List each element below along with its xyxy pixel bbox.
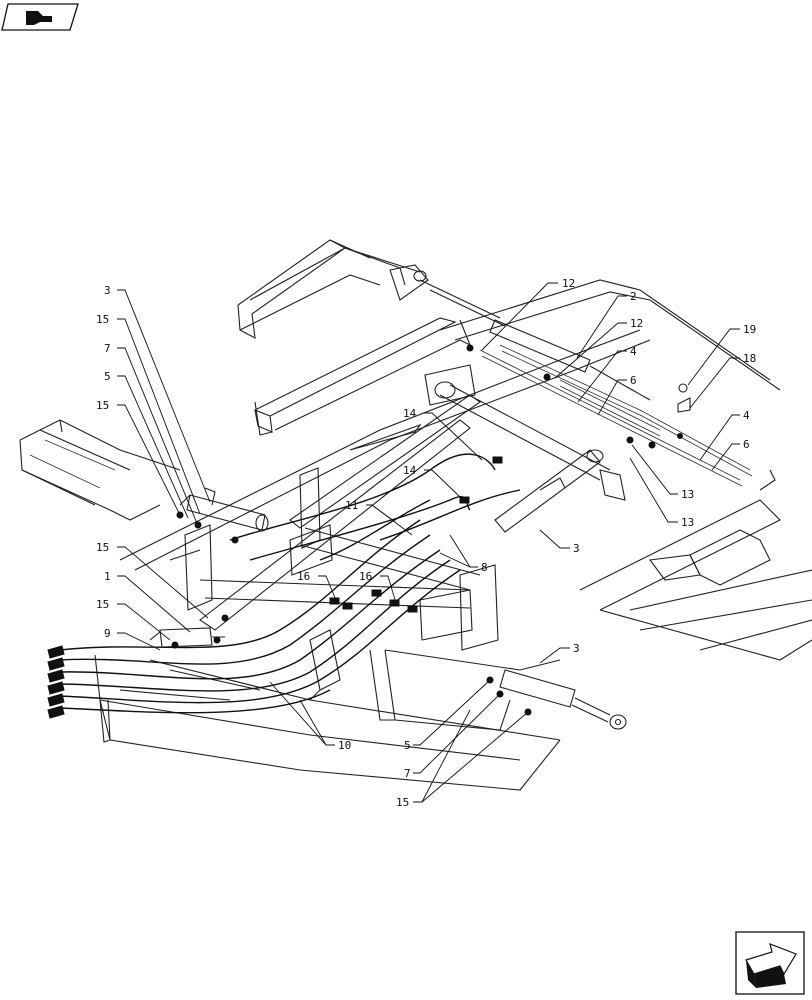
callout-12a[interactable]: 12 bbox=[562, 277, 575, 290]
callout-labels: 12 2 12 4 6 19 18 4 6 13 13 3 15 7 5 15 … bbox=[96, 277, 756, 809]
callout-5a[interactable]: 5 bbox=[104, 370, 111, 383]
callout-1[interactable]: 1 bbox=[104, 570, 111, 583]
steel-lines bbox=[479, 344, 753, 487]
callout-5b[interactable]: 5 bbox=[404, 739, 411, 752]
callout-2[interactable]: 2 bbox=[630, 290, 637, 303]
callout-7a[interactable]: 7 bbox=[104, 342, 111, 355]
callout-13b[interactable]: 13 bbox=[681, 516, 694, 529]
next-page-arrow-icon[interactable] bbox=[735, 931, 805, 995]
callout-15d[interactable]: 15 bbox=[96, 598, 109, 611]
callout-15c[interactable]: 15 bbox=[96, 541, 109, 554]
callout-6b[interactable]: 6 bbox=[743, 438, 750, 451]
callout-18[interactable]: 18 bbox=[743, 352, 756, 365]
callout-19[interactable]: 19 bbox=[743, 323, 756, 336]
callout-13a[interactable]: 13 bbox=[681, 488, 694, 501]
callout-15b[interactable]: 15 bbox=[96, 399, 109, 412]
implement-frame bbox=[19, 239, 812, 791]
hose-couplers bbox=[47, 645, 65, 719]
leader-lines bbox=[117, 282, 740, 803]
callout-6a[interactable]: 6 bbox=[630, 374, 637, 387]
book-page-icon[interactable] bbox=[1, 3, 79, 31]
hose-fittings bbox=[329, 456, 503, 613]
callout-10[interactable]: 10 bbox=[338, 739, 351, 752]
callout-7b[interactable]: 7 bbox=[404, 767, 411, 780]
hydraulic-cylinders bbox=[149, 279, 651, 730]
callout-3b[interactable]: 3 bbox=[573, 542, 580, 555]
callout-4b[interactable]: 4 bbox=[743, 409, 750, 422]
callout-11[interactable]: 11 bbox=[345, 499, 358, 512]
callout-15a[interactable]: 15 bbox=[96, 313, 109, 326]
callout-3c[interactable]: 3 bbox=[573, 642, 580, 655]
hydraulic-hoses bbox=[47, 453, 521, 719]
callout-14a[interactable]: 14 bbox=[403, 407, 417, 420]
callout-9[interactable]: 9 bbox=[104, 627, 111, 640]
callout-4a[interactable]: 4 bbox=[630, 345, 637, 358]
callout-12b[interactable]: 12 bbox=[630, 317, 643, 330]
callout-15e[interactable]: 15 bbox=[396, 796, 409, 809]
callout-3a[interactable]: 3 bbox=[104, 284, 111, 297]
callout-14b[interactable]: 14 bbox=[403, 464, 417, 477]
callout-16a[interactable]: 16 bbox=[297, 570, 310, 583]
callout-8[interactable]: 8 bbox=[481, 561, 488, 574]
callout-16b[interactable]: 16 bbox=[359, 570, 372, 583]
